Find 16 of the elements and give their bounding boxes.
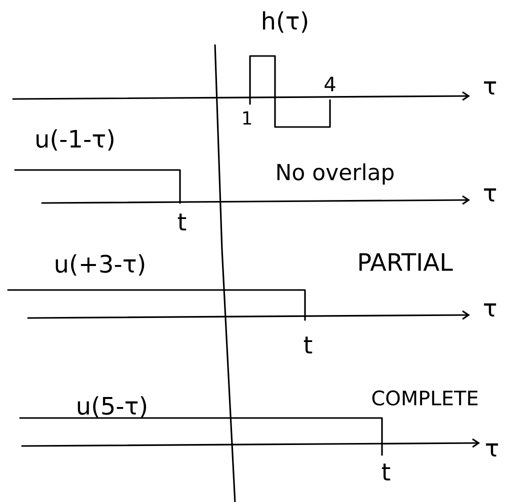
- tick-label: 4: [324, 76, 336, 92]
- function-label: u(-1-τ): [36, 129, 114, 151]
- case-label: PARTIAL: [359, 253, 453, 271]
- function-label: u(+3-τ): [56, 254, 144, 276]
- tick-label: t: [178, 214, 186, 230]
- tick-label: t: [304, 336, 312, 354]
- case-label: COMPLETE: [372, 390, 478, 406]
- tick-label: t: [382, 464, 390, 480]
- axis-label: τ: [484, 81, 496, 95]
- function-label: h(τ): [263, 11, 308, 33]
- function-label: u(5-τ): [78, 396, 146, 418]
- case-label: No overlap: [277, 163, 394, 185]
- tick-label: 1: [243, 111, 252, 125]
- axis-label: τ: [484, 303, 496, 317]
- axis-label: τ: [486, 443, 498, 457]
- axis-label: τ: [484, 188, 496, 202]
